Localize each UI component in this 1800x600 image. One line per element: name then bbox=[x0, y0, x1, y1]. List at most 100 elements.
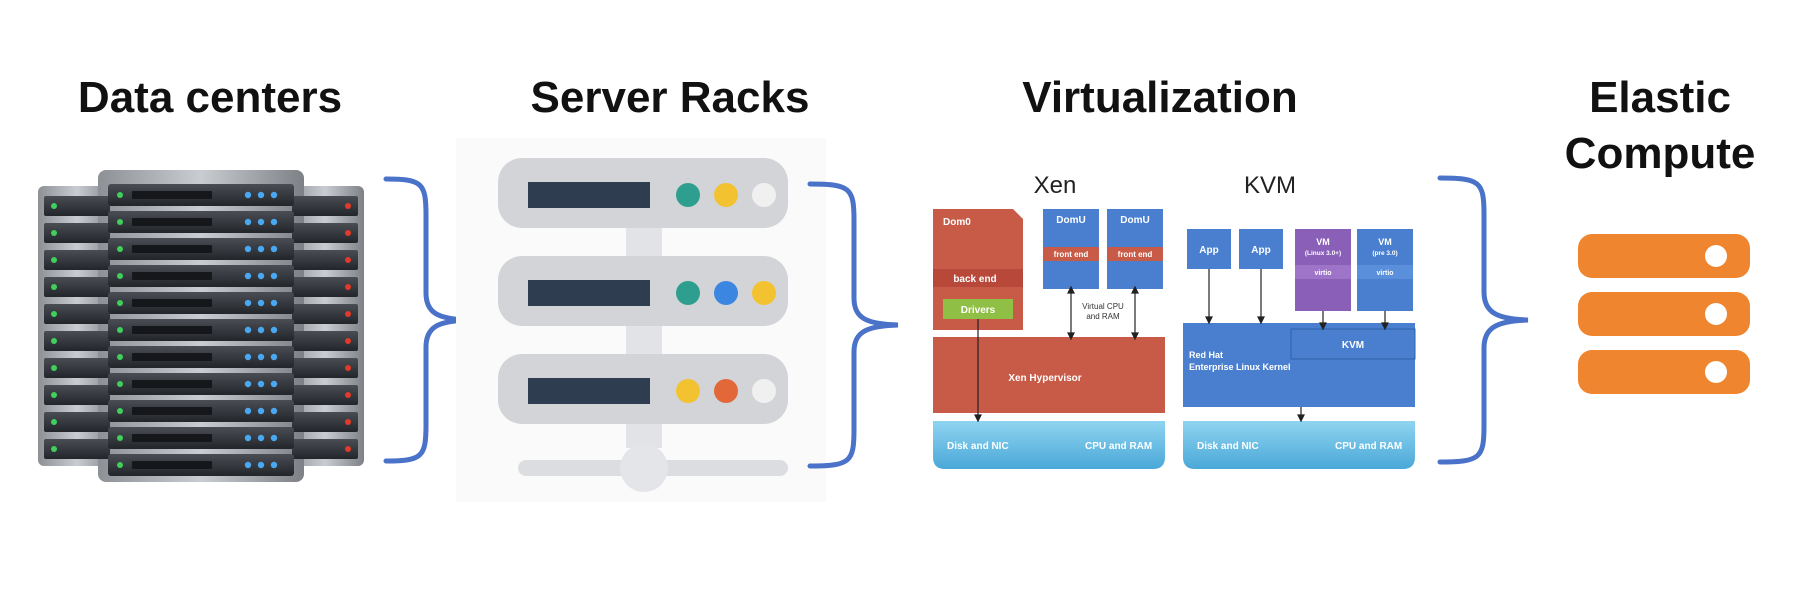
activity-led-icon bbox=[257, 461, 265, 469]
elastic-unit-3 bbox=[1578, 350, 1750, 394]
activity-led-icon bbox=[244, 326, 252, 334]
server-right-unit bbox=[292, 196, 358, 216]
led-yellow-icon bbox=[752, 281, 776, 305]
xen-cpu-ram-label: CPU and RAM bbox=[1085, 441, 1152, 452]
activity-led-icon bbox=[244, 380, 252, 388]
led-orange-icon bbox=[714, 379, 738, 403]
xen-virtual-cpu-line2: and RAM bbox=[1086, 312, 1120, 321]
drive-slot bbox=[132, 407, 212, 415]
drive-slot bbox=[132, 434, 212, 442]
status-led-icon bbox=[345, 446, 351, 452]
server-left-unit bbox=[44, 331, 110, 351]
status-led-icon bbox=[345, 338, 351, 344]
kvm-hardware-box bbox=[1183, 421, 1415, 469]
kvm-app-1-box bbox=[1187, 229, 1231, 269]
kvm-cpu-ram-label: CPU and RAM bbox=[1335, 441, 1402, 452]
led-white-icon bbox=[752, 183, 776, 207]
xen-front-end-2-label: front end bbox=[1118, 250, 1153, 259]
xen-domu-1-label: DomU bbox=[1056, 215, 1085, 226]
server-left-unit bbox=[44, 439, 110, 459]
activity-led-icon bbox=[257, 191, 265, 199]
title-server-racks: Server Racks bbox=[530, 73, 810, 122]
elastic-unit-1 bbox=[1578, 234, 1750, 278]
xen-hypervisor-label: Xen Hypervisor bbox=[1008, 373, 1081, 384]
drive-slot bbox=[132, 272, 212, 280]
status-led-icon bbox=[117, 408, 123, 414]
server-left-unit bbox=[44, 412, 110, 432]
kvm-app-2-label: App bbox=[1251, 245, 1270, 256]
kvm-vm-1-sub: (Linux 3.0+) bbox=[1305, 250, 1341, 257]
xen-hypervisor-box bbox=[933, 337, 1165, 413]
kvm-kernel-line2: Enterprise Linux Kernel bbox=[1189, 362, 1291, 372]
status-led-icon bbox=[345, 419, 351, 425]
server-right-unit bbox=[292, 358, 358, 378]
server-left-unit bbox=[44, 385, 110, 405]
activity-led-icon bbox=[244, 218, 252, 226]
server-right-unit bbox=[292, 250, 358, 270]
activity-led-icon bbox=[244, 407, 252, 415]
server-rack-illustration bbox=[456, 138, 826, 502]
status-led-icon bbox=[117, 219, 123, 225]
drive-slot bbox=[132, 245, 212, 253]
status-led-icon bbox=[51, 230, 57, 236]
drive-slot bbox=[132, 461, 212, 469]
activity-led-icon bbox=[244, 299, 252, 307]
status-led-icon bbox=[117, 300, 123, 306]
activity-led-icon bbox=[270, 326, 278, 334]
rack-base-hub bbox=[620, 444, 668, 492]
activity-led-icon bbox=[257, 353, 265, 361]
kvm-vm-2-sub: (pre 3.0) bbox=[1372, 250, 1397, 257]
kvm-module-box bbox=[1290, 328, 1416, 360]
status-led-icon bbox=[345, 365, 351, 371]
xen-front-end-1-band bbox=[1043, 247, 1099, 261]
server-left-unit bbox=[44, 277, 110, 297]
status-led-icon bbox=[51, 203, 57, 209]
elastic-unit-2-light bbox=[1705, 303, 1727, 325]
xen-back-end-band bbox=[933, 269, 1023, 287]
led-white-icon bbox=[752, 379, 776, 403]
status-led-icon bbox=[51, 284, 57, 290]
server-left-unit bbox=[44, 196, 110, 216]
activity-led-icon bbox=[270, 191, 278, 199]
elastic-unit-2 bbox=[1578, 292, 1750, 336]
activity-led-icon bbox=[257, 434, 265, 442]
activity-led-icon bbox=[270, 272, 278, 280]
activity-led-icon bbox=[244, 353, 252, 361]
kvm-virtio-2-label: virtio bbox=[1376, 270, 1393, 277]
title-elastic-line1: Elastic bbox=[1589, 73, 1731, 122]
status-led-icon bbox=[345, 230, 351, 236]
drive-slot bbox=[132, 299, 212, 307]
status-led-icon bbox=[51, 257, 57, 263]
title-elastic-line2: Compute bbox=[1564, 129, 1756, 178]
xen-domu-2-label: DomU bbox=[1120, 215, 1149, 226]
server-left-unit bbox=[44, 304, 110, 324]
rack-unit-1 bbox=[498, 158, 788, 228]
server-right-unit bbox=[292, 223, 358, 243]
led-yellow-icon bbox=[676, 379, 700, 403]
elastic-unit-3-light bbox=[1705, 361, 1727, 383]
kvm-kernel-line1: Red Hat bbox=[1189, 350, 1223, 360]
xen-virtual-cpu-line1: Virtual CPU bbox=[1082, 302, 1124, 311]
server-right-unit bbox=[292, 277, 358, 297]
server-left-unit bbox=[44, 250, 110, 270]
xen-diagram: Xen Dom0 back end Drivers DomU front end… bbox=[933, 172, 1165, 469]
status-led-icon bbox=[117, 354, 123, 360]
status-led-icon bbox=[345, 311, 351, 317]
kvm-virtio-1-band bbox=[1295, 265, 1351, 279]
status-led-icon bbox=[117, 192, 123, 198]
xen-front-end-1-label: front end bbox=[1054, 250, 1089, 259]
activity-led-icon bbox=[270, 299, 278, 307]
xen-dom0-label: Dom0 bbox=[943, 217, 971, 228]
status-led-icon bbox=[51, 365, 57, 371]
rack-unit-1-panel bbox=[528, 182, 650, 208]
brace-2 bbox=[807, 181, 899, 469]
led-blue-icon bbox=[714, 281, 738, 305]
title-data-centers: Data centers bbox=[77, 73, 343, 122]
drive-slot bbox=[132, 380, 212, 388]
status-led-icon bbox=[51, 419, 57, 425]
activity-led-icon bbox=[270, 434, 278, 442]
activity-led-icon bbox=[270, 245, 278, 253]
title-elastic-compute: Elastic Compute bbox=[1520, 70, 1800, 182]
activity-led-icon bbox=[257, 326, 265, 334]
activity-led-icon bbox=[257, 299, 265, 307]
